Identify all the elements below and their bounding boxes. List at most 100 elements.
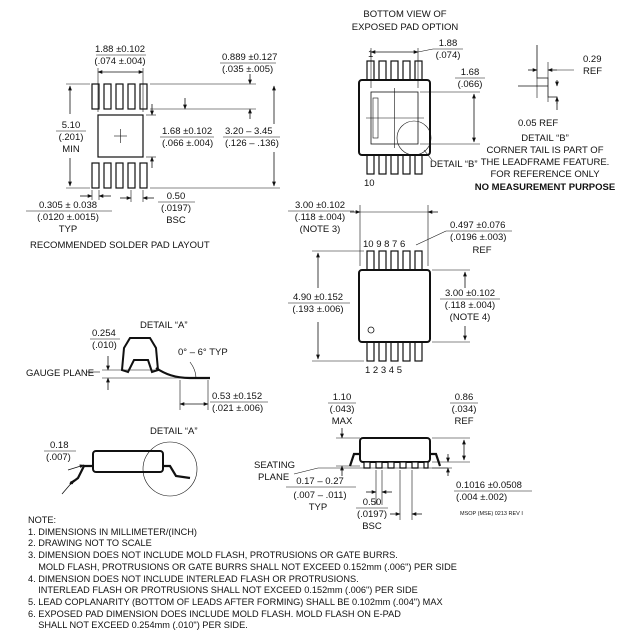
solder-dim-center-inch: (.066 ±.004) — [162, 138, 213, 149]
side-left-body — [92, 450, 164, 473]
side-view-right: 1.10 (.043) MAX 0.86 (.034) REF SEATING … — [254, 392, 532, 532]
note-line: MOLD FLASH, PROTRUSIONS OR GATE BURRS SH… — [28, 561, 457, 572]
gauge-dim-254-inch: (.010) — [92, 340, 117, 351]
side-left-dim-018: 0.18 — [50, 440, 69, 451]
note-line: 6. EXPOSED PAD DIMENSION DOES INCLUDE MO… — [28, 608, 401, 619]
solder-dim-bottom-right-bsc: BSC — [166, 215, 186, 226]
note-line: INTERLEAD FLASH OR PROTRUSIONS SHALL NOT… — [28, 585, 418, 596]
solder-dim-top-right-inch: (.035 ±.005) — [222, 64, 273, 75]
solder-dim-left: 5.10 — [62, 120, 81, 131]
solder-dim-center: 1.68 ±0.102 — [162, 126, 212, 137]
top-view-pins-top: 10 9 8 7 6 — [363, 239, 405, 250]
solder-dim-bottom-left: 0.305 ± 0.038 — [39, 200, 97, 211]
bottom-view-dim-top: 1.88 — [439, 38, 458, 49]
top-view-dim-top-inch: (.118 ±.004) — [295, 212, 345, 223]
top-view-dim-left-inch: (.193 ±.006) — [292, 304, 343, 315]
top-view-dim-right-top-inch: (.0196 ±.003) — [450, 232, 506, 243]
bottom-view-title-1: BOTTOM VIEW OF — [363, 9, 446, 20]
gauge-plane-label: GAUGE PLANE — [26, 368, 94, 379]
top-view-dim-top-note: (NOTE 3) — [300, 224, 341, 235]
side-right-dim-050: 0.50 — [363, 497, 382, 508]
solder-dim-bottom-left-inch: (.0120 ±.0015) — [37, 212, 99, 223]
detail-b: 0.29 REF 0.05 REF DETAIL “B” CORNER TAIL… — [475, 45, 615, 193]
solder-pad-layout: 1.88 ±0.102 (.074 ±.004) 5.10 (.201) MIN… — [26, 44, 280, 251]
bottom-view-dim-top-inch: (.074) — [436, 50, 461, 61]
detail-b-dim-029-ref: REF — [583, 66, 602, 77]
side-view-left: 0.18 (.007) DETAIL “A” — [44, 426, 198, 497]
detail-a-circle — [142, 441, 198, 497]
detail-b-line1: CORNER TAIL IS PART OF — [486, 145, 603, 156]
solder-pads-bottom — [91, 162, 148, 189]
bottom-view-dim-right: 1.68 — [461, 67, 480, 78]
solder-dim-bottom-right: 0.50 — [167, 191, 186, 202]
solder-dim-top-inch: (.074 ±.004) — [94, 56, 145, 67]
side-left-detail-a: DETAIL “A” — [150, 426, 198, 437]
note-line: 1. DIMENSIONS IN MILLIMETER/(INCH) — [28, 526, 197, 537]
note-line: 4. DIMENSION DOES NOT INCLUDE INTERLEAD … — [28, 573, 359, 584]
side-right-dim-01016: 0.1016 ±0.0508 — [456, 480, 522, 491]
side-right-dim-017: 0.17 – 0.27 — [296, 476, 344, 487]
bottom-view-title-2: EXPOSED PAD OPTION — [352, 22, 459, 33]
side-right-dim-050-bsc: BSC — [362, 521, 382, 532]
side-right-doc-id: MSOP (MSE) 0213 REV I — [460, 511, 523, 517]
top-view-body — [358, 269, 431, 343]
solder-dim-right-inch: (.126 – .136) — [225, 138, 279, 149]
side-right-dim-017-typ: TYP — [309, 502, 327, 513]
bottom-view-pin-10: 10 — [364, 178, 375, 189]
detail-b-line2: THE LEADFRAME FEATURE. — [481, 157, 610, 168]
detail-b-circle — [396, 120, 432, 156]
side-right-dim-110-max: MAX — [332, 416, 353, 427]
side-right-dim-110-inch: (.043) — [330, 404, 355, 415]
side-right-dim-110: 1.10 — [333, 392, 352, 403]
bottom-view-detail-label: DETAIL “B” — [430, 159, 478, 170]
side-right-dim-086: 0.86 — [455, 392, 474, 403]
solder-dim-right: 3.20 – 3.45 — [225, 126, 273, 137]
detail-b-dim-005: 0.05 REF — [518, 118, 558, 129]
gauge-dim-053: 0.53 ±0.152 — [212, 391, 262, 402]
top-view-pins-bottom: 1 2 3 4 5 — [365, 365, 402, 376]
side-right-seating-1: SEATING — [254, 460, 295, 471]
detail-b-line4: NO MEASUREMENT PURPOSE — [475, 182, 615, 193]
side-right-body — [359, 437, 431, 463]
note-line: SHALL NOT EXCEED 0.254mm (.010") PER SID… — [28, 620, 248, 631]
top-view-dim-right-inch: (.118 ±.004) — [445, 300, 495, 311]
gauge-dim-254: 0.254 — [92, 328, 116, 339]
side-right-dim-086-inch: (.034) — [452, 404, 477, 415]
solder-dim-bottom-left-typ: TYP — [59, 224, 77, 235]
top-view-dim-right-top: 0.497 ±0.076 — [450, 220, 505, 231]
top-view-dim-top: 3.00 ±0.102 — [295, 200, 345, 211]
side-right-dim-01016-inch: (.004 ±.002) — [456, 492, 507, 503]
side-left-dim-018-inch: (.007) — [46, 452, 71, 463]
side-right-dim-017-inch: (.007 – .011) — [293, 490, 346, 501]
pin-1-marker — [367, 326, 375, 334]
gauge-angle: 0° – 6° TYP — [178, 347, 228, 358]
detail-b-title: DETAIL “B” — [521, 133, 569, 144]
gauge-plane-detail: 0.254 (.010) DETAIL “A” 0° – 6° TYP GAUG… — [26, 320, 268, 414]
top-view-dim-right-note: (NOTE 4) — [450, 312, 491, 323]
side-right-dim-086-ref: REF — [455, 416, 474, 427]
solder-pads-top — [91, 83, 148, 110]
bottom-view-dim-right-inch: (.066) — [458, 79, 483, 90]
detail-b-line3: FOR REFERENCE ONLY — [490, 169, 600, 180]
notes-block: NOTE: 1. DIMENSIONS IN MILLIMETER/(INCH)… — [28, 515, 628, 632]
top-view-dim-right-top-ref: REF — [473, 245, 492, 256]
top-view: 3.00 ±0.102 (.118 ±.004) (NOTE 3) 10 9 8… — [288, 200, 512, 376]
top-view-dim-right: 3.00 ±0.102 — [445, 288, 495, 299]
solder-dim-top: 1.88 ±0.102 — [95, 44, 145, 55]
notes-title: NOTE: — [28, 515, 57, 525]
side-right-dim-050-inch: (.0197) — [357, 509, 387, 520]
note-line: 2. DRAWING NOT TO SCALE — [28, 538, 152, 549]
detail-b-dim-029: 0.29 — [583, 54, 602, 65]
side-right-seating-2: PLANE — [258, 472, 289, 483]
note-line: 5. LEAD COPLANARITY (BOTTOM OF LEADS AFT… — [28, 596, 443, 607]
gauge-detail-a: DETAIL “A” — [140, 320, 188, 331]
solder-dim-bottom-right-inch: (.0197) — [161, 203, 191, 214]
gauge-dim-053-inch: (.021 ±.006) — [212, 403, 263, 414]
bottom-view-pin-1: 1 — [368, 49, 373, 60]
solder-dim-left-min: MIN — [62, 144, 80, 155]
note-line: 3. DIMENSION DOES NOT INCLUDE MOLD FLASH… — [28, 550, 398, 561]
solder-dim-top-right: 0.889 ±0.127 — [222, 52, 277, 63]
solder-caption: RECOMMENDED SOLDER PAD LAYOUT — [30, 240, 210, 251]
top-view-dim-left: 4.90 ±0.152 — [293, 292, 343, 303]
